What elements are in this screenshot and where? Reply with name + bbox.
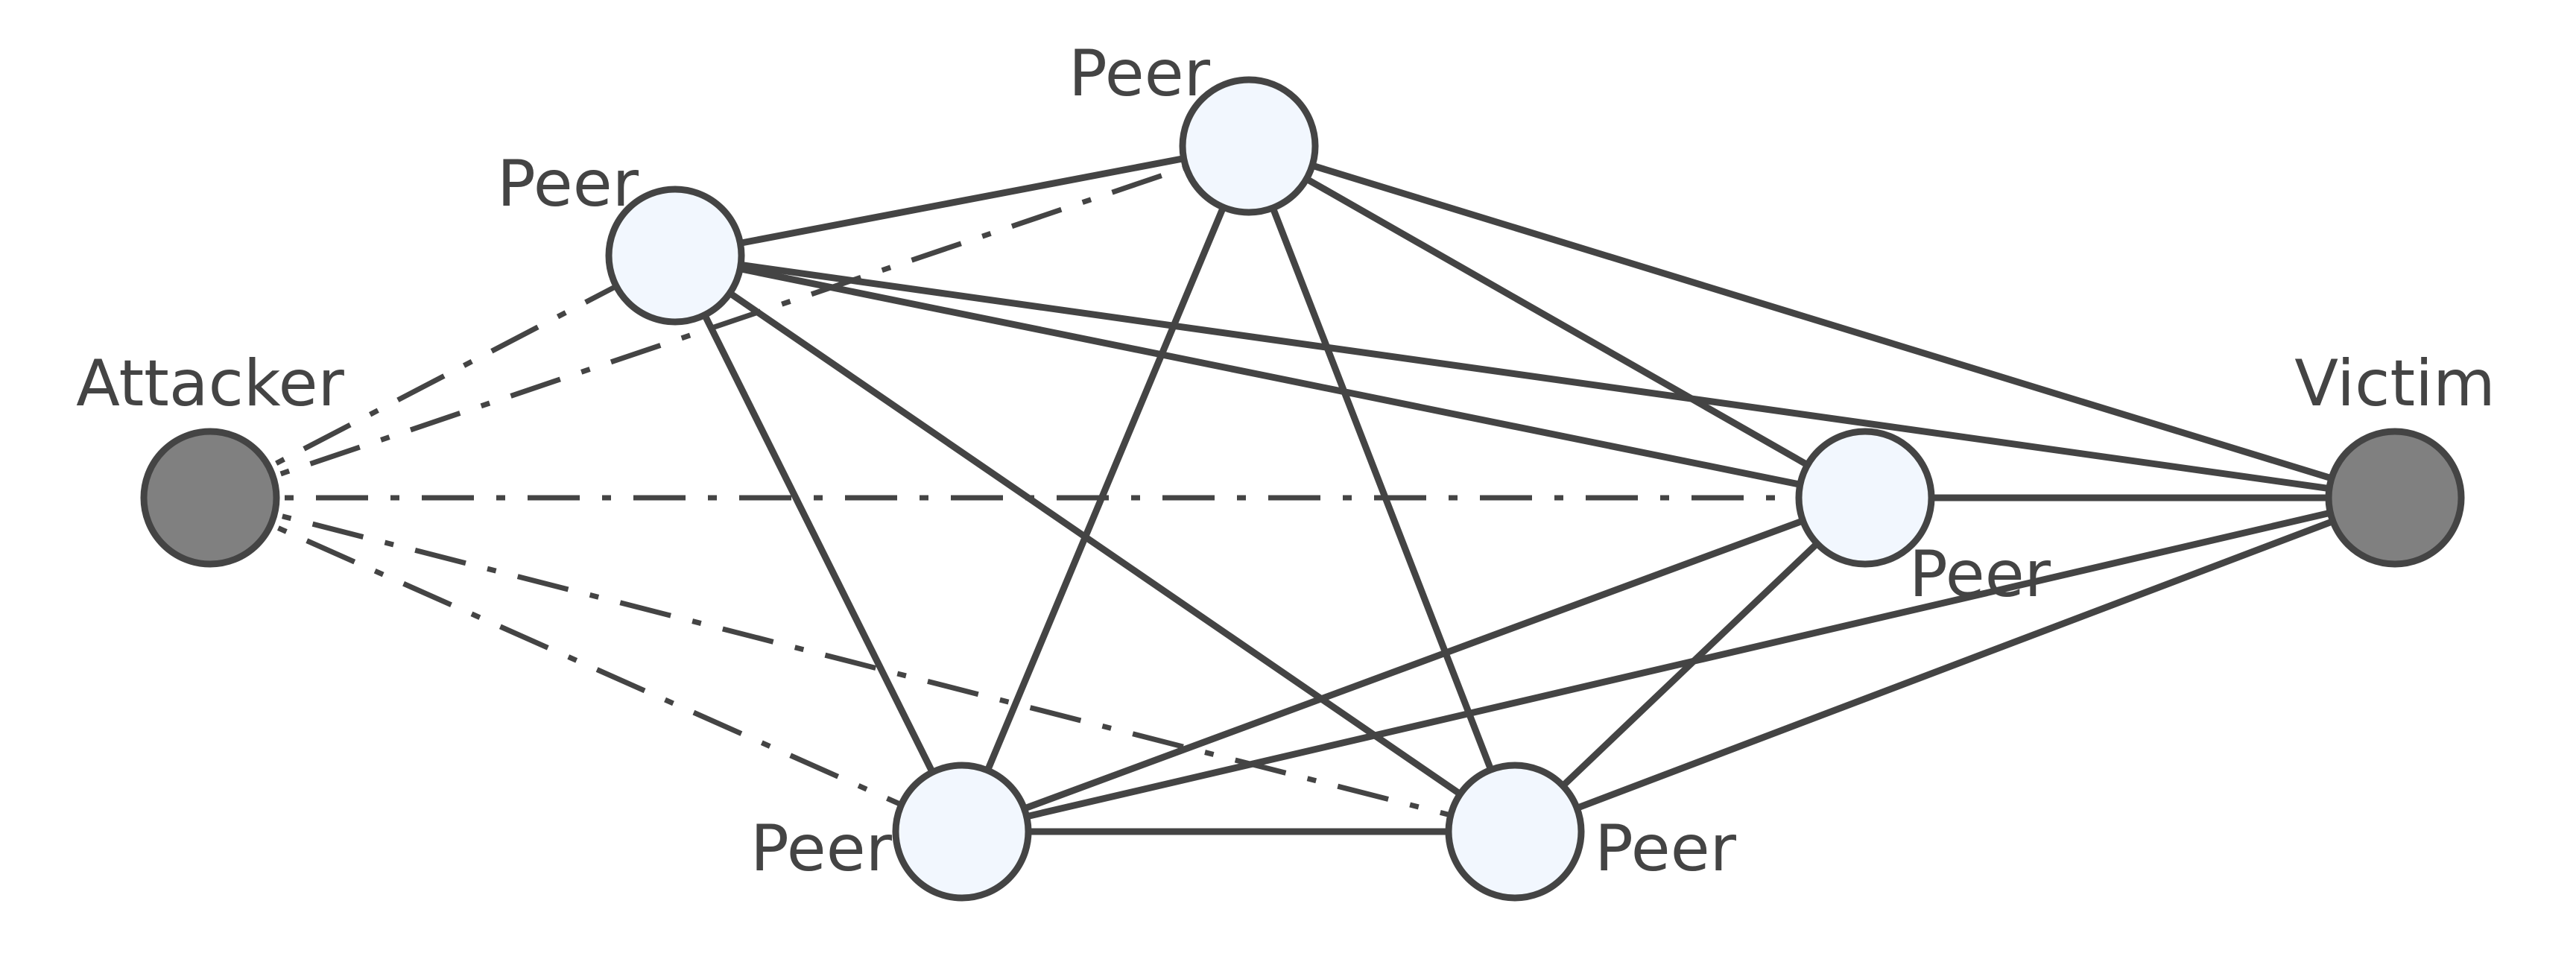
peer-node-upper-left: Peer (497, 147, 745, 326)
peer-node-bottom-right: Peer (1445, 762, 1737, 902)
edge-attacker-to-peer-d (209, 495, 963, 835)
peer-node-top: Peer (1069, 37, 1319, 216)
victim-label: Victim (2294, 346, 2496, 421)
nodes-layer: Attacker Victim Peer Peer Peer Peer Peer (76, 37, 2496, 902)
peer-label: Peer (1909, 537, 2051, 612)
edge-peer-a-to-peer-c (674, 252, 1866, 501)
attacker-node: Attacker (76, 346, 345, 568)
peer-label: Peer (1595, 811, 1737, 886)
edge-peer-d-to-victim (961, 494, 2396, 835)
edge-attacker-to-peer-e (209, 495, 1516, 835)
edge-peer-b-to-victim (1247, 142, 2396, 501)
edge-peer-a-to-peer-b (674, 142, 1250, 259)
edge-peer-b-to-peer-d (958, 145, 1253, 833)
edge-peer-b-to-peer-c (1247, 143, 1867, 501)
edges-layer (209, 142, 2396, 835)
edge-peer-a-to-peer-d (671, 253, 966, 834)
edge-peer-b-to-peer-e (1245, 145, 1519, 833)
edge-peer-a-to-victim (674, 252, 2396, 501)
peer-node-right: Peer (1795, 428, 2051, 612)
victim-node: Victim (2294, 346, 2496, 568)
edge-peer-e-to-victim (1513, 494, 2396, 835)
peer-label: Peer (497, 147, 639, 221)
peer-label: Peer (750, 811, 893, 886)
edge-attacker-to-peer-b (209, 143, 1250, 501)
edge-peer-c-to-peer-d (961, 494, 1867, 835)
peer-label: Peer (1069, 37, 1211, 111)
attacker-label: Attacker (76, 346, 344, 421)
peer-node-bottom-left: Peer (750, 762, 1032, 902)
edge-attacker-to-peer-a (209, 253, 677, 501)
